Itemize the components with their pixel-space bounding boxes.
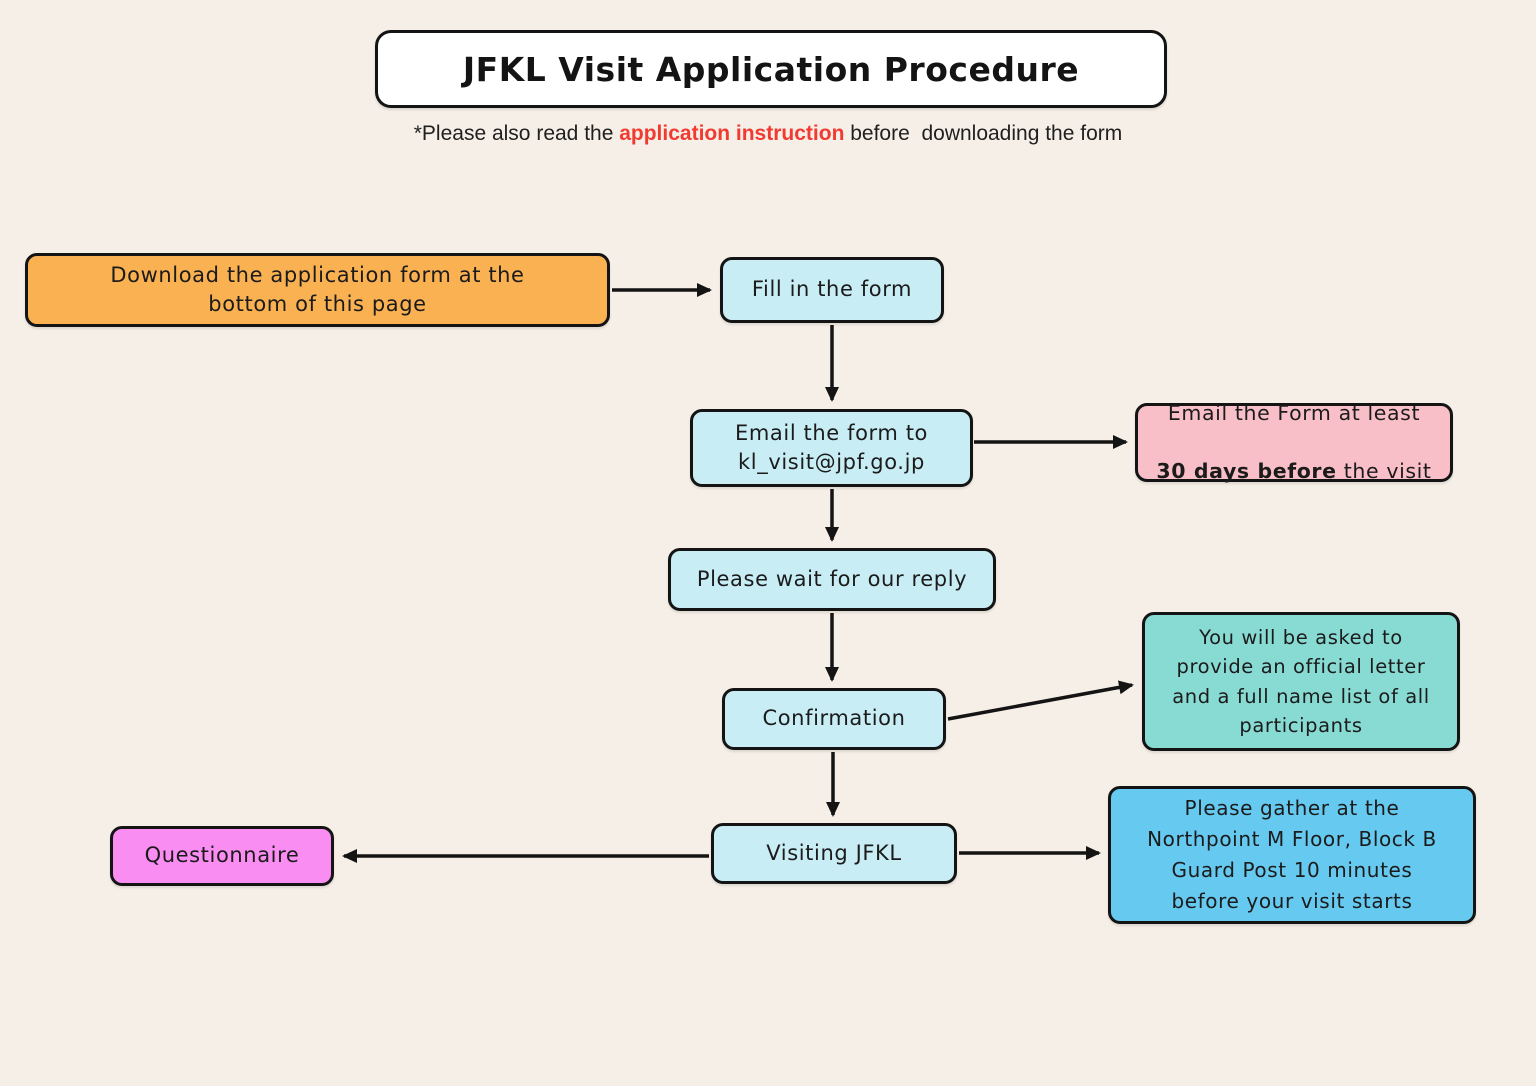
node-wait-reply: Please wait for our reply [668,548,996,611]
deadline-bold: 30 days before [1156,458,1337,483]
deadline-line2: 30 days before the visit [1156,457,1431,486]
node-confirmation-label: Confirmation [762,706,906,731]
node-email-deadline-label: Email the Form at least 30 days before t… [1156,371,1431,514]
node-confirmation: Confirmation [722,688,946,750]
node-download-form: Download the application form at the bot… [25,253,610,327]
node-visiting-jfkl: Visiting JFKL [711,823,957,884]
subtitle-note: *Please also read the application instru… [0,122,1536,146]
node-email-deadline: Email the Form at least 30 days before t… [1135,401,1453,483]
node-official-letter: You will be asked to provide an official… [1142,612,1460,751]
subtitle-highlight: application instruction [619,122,845,145]
node-fill-form: Fill in the form [720,257,944,323]
node-fill-form-label: Fill in the form [751,277,913,302]
arrow-confirmation-to-official-letter [947,680,1134,721]
node-wait-reply-label: Please wait for our reply [696,566,968,591]
node-download-form-label: Download the application form at the bot… [110,262,525,316]
page-title: JFKL Visit Application Procedure [462,49,1080,89]
node-email-form-label: Email the form to kl_visit@jpf.go.jp [735,420,928,474]
node-questionnaire-label: Questionnaire [144,843,300,868]
deadline-line1: Email the Form at least [1167,401,1421,426]
subtitle-prefix: *Please also read the [413,122,620,145]
node-email-form: Email the form to kl_visit@jpf.go.jp [690,409,973,487]
page-title-box: JFKL Visit Application Procedure [375,30,1167,108]
node-questionnaire: Questionnaire [110,826,334,886]
subtitle-suffix: before downloading the form [844,122,1123,145]
node-gather-instructions-label: Please gather at the Northpoint M Floor,… [1147,796,1437,913]
node-official-letter-label: You will be asked to provide an official… [1172,626,1430,737]
deadline-rest: the visit [1336,458,1432,483]
node-visiting-jfkl-label: Visiting JFKL [766,840,902,865]
node-gather-instructions: Please gather at the Northpoint M Floor,… [1108,786,1476,924]
